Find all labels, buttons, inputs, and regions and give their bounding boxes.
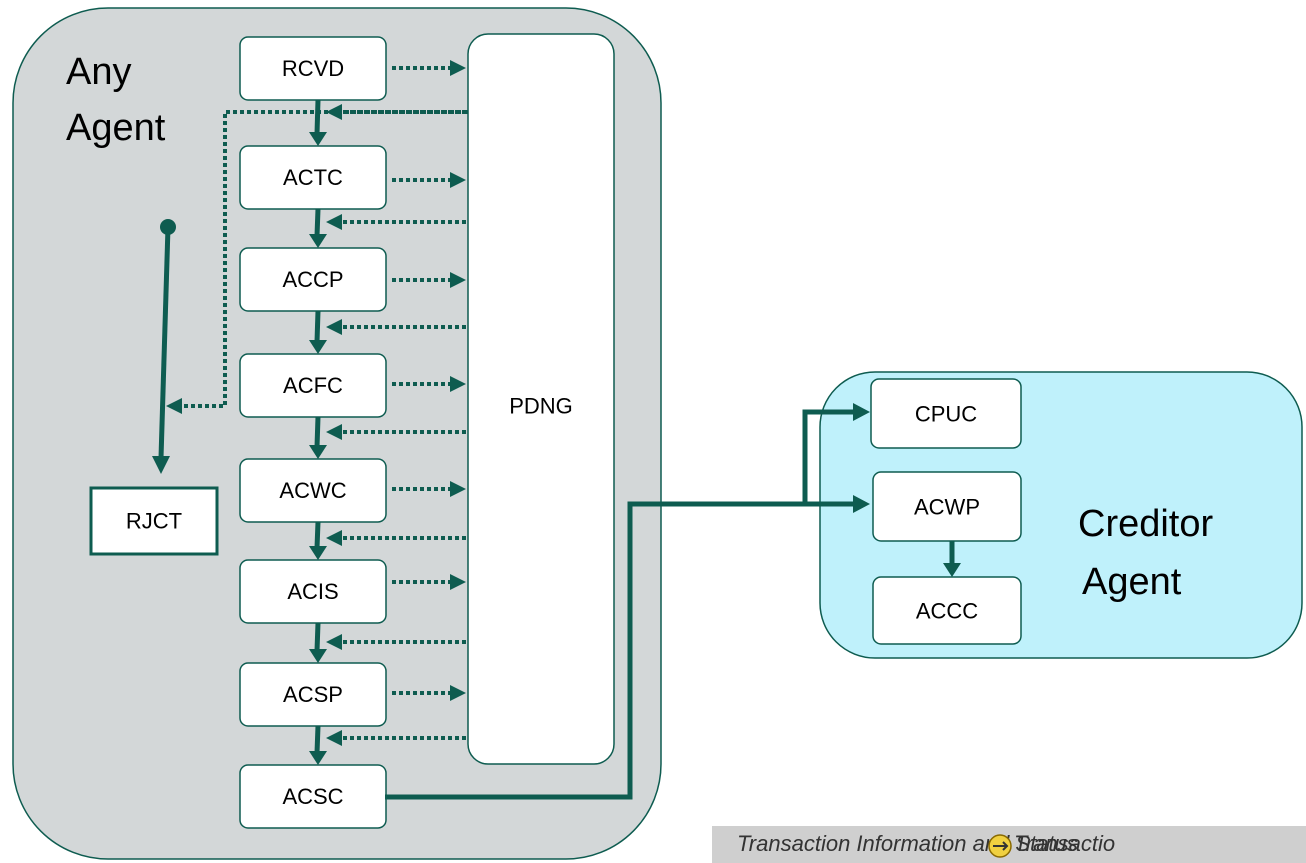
- dotted-reject-path: [180, 110, 468, 408]
- branch-to-cpuc-line: [802, 409, 855, 504]
- dotted-arrows-to-pending: [392, 60, 466, 701]
- chain-line-accp: [314, 310, 321, 343]
- status-boxes: RCVD ACTC ACCP ACFC ACWC ACIS ACSP ACSC: [239, 36, 387, 829]
- status-label-rcvd: RCVD: [282, 56, 344, 81]
- status-box-actc: [239, 145, 387, 210]
- chain-head-accp: [309, 340, 327, 354]
- status-box-accp: [239, 247, 387, 312]
- chain-line-rcvd: [314, 99, 321, 135]
- footer-text-a: Transaction Information and Status: [737, 831, 1078, 856]
- dotted-from-pending-head-actc: [326, 214, 342, 230]
- chain-line-acfc: [314, 416, 321, 448]
- rjct-label: RJCT: [126, 509, 182, 534]
- cpuc-arrowhead: [853, 403, 870, 421]
- cpuc-label: CPUC: [915, 402, 977, 427]
- status-label-acis: ACIS: [287, 579, 338, 604]
- status-label-acfc: ACFC: [283, 373, 343, 398]
- acsc-to-acwp-line: [385, 501, 855, 800]
- chain-head-acsp: [309, 751, 327, 765]
- rjct-box: [89, 486, 219, 556]
- solid-status-chain: [309, 99, 327, 765]
- chain-head-acwc: [309, 546, 327, 560]
- status-label-actc: ACTC: [283, 165, 343, 190]
- any-agent-label-line2: Agent: [66, 107, 166, 149]
- dotted-from-pending-head-acsp: [326, 730, 342, 746]
- accc-label: ACCC: [916, 599, 978, 624]
- footer-text-b: Transactio: [1014, 831, 1115, 856]
- chain-head-acis: [309, 649, 327, 663]
- status-label-acsc: ACSC: [282, 784, 343, 809]
- status-box-acis: [239, 559, 387, 624]
- dotted-to-pending-head-actc: [450, 172, 466, 188]
- dotted-from-pending-head-acfc: [326, 424, 342, 440]
- transition-icon-arrow: [993, 841, 1009, 851]
- chain-head-rcvd: [309, 132, 327, 146]
- dotted-to-pending-head-acsp: [450, 685, 466, 701]
- dotted-to-pending-head-acwc: [450, 481, 466, 497]
- acwp-box: [872, 471, 1022, 542]
- dotted-to-pending-head-acfc: [450, 376, 466, 392]
- status-label-acwc: ACWC: [279, 478, 346, 503]
- dotted-from-pending-head-acis: [326, 634, 342, 650]
- accc-arrowhead: [943, 563, 961, 577]
- status-box-rcvd: [239, 36, 387, 101]
- status-label-accp: ACCP: [282, 267, 343, 292]
- dotted-to-pending-head-accp: [450, 272, 466, 288]
- dotted-from-pending-head-accp: [326, 319, 342, 335]
- dotted-to-pending-head-acis: [450, 574, 466, 590]
- acwp-label: ACWP: [914, 495, 980, 520]
- creditor-agent-label-line1: Creditor: [1078, 503, 1213, 545]
- status-box-acwc: [239, 458, 387, 523]
- status-box-acsp: [239, 662, 387, 727]
- reject-arrowhead: [152, 456, 170, 474]
- status-label-acsp: ACSP: [283, 682, 343, 707]
- chain-head-actc: [309, 234, 327, 248]
- chain-line-acwc: [314, 521, 321, 549]
- dotted-reject-arrowhead: [166, 398, 182, 414]
- status-box-acfc: [239, 353, 387, 418]
- creditor-agent-label-line2: Agent: [1082, 561, 1182, 603]
- acwp-arrowhead: [853, 495, 870, 513]
- chain-line-acsp: [314, 725, 321, 754]
- accc-box: [872, 576, 1022, 645]
- any-agent-label-line1: Any: [66, 51, 131, 93]
- chain-line-actc: [314, 208, 321, 237]
- dotted-from-pending-head-acwc: [326, 530, 342, 546]
- reject-line: [158, 226, 171, 459]
- pdng-label: PDNG: [509, 394, 573, 419]
- cpuc-box: [870, 378, 1022, 449]
- chain-line-acis: [314, 622, 321, 652]
- pdng-box: [467, 33, 615, 765]
- dotted-to-pending-head-rcvd: [450, 60, 466, 76]
- chain-head-acfc: [309, 445, 327, 459]
